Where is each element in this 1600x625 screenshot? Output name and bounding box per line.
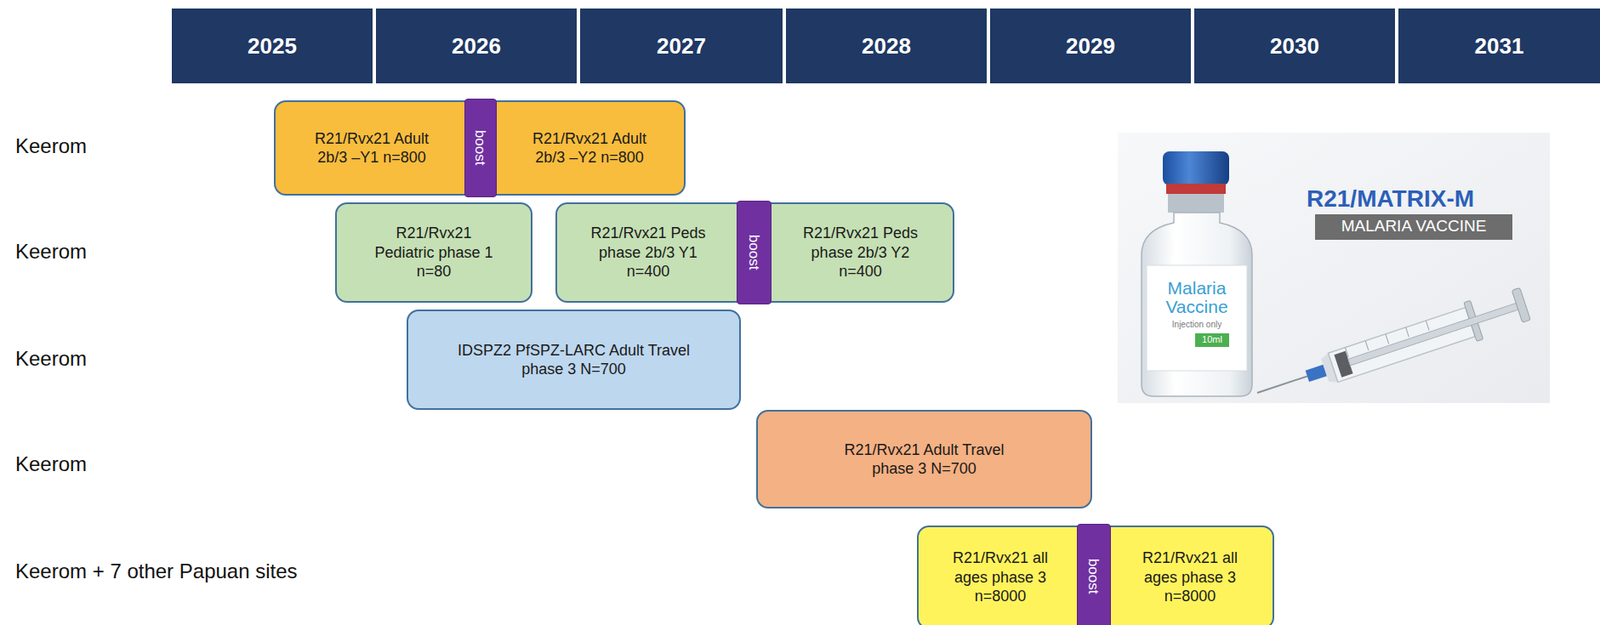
brand-title: R21/MATRIX-M xyxy=(1306,185,1475,213)
site-label: Keerom xyxy=(15,452,87,477)
trial-label: R21/Rvx21 Adult Travel phase 3 N=700 xyxy=(835,440,1014,479)
trial-label: R21/Rvx21 Peds phase 2b/3 Y1 n=400 xyxy=(586,223,711,282)
year-label: 2030 xyxy=(1269,32,1320,61)
trial-box: R21/Rvx21 all ages phase 3 n=8000 xyxy=(1093,525,1275,625)
vial-note: Injection only xyxy=(1148,319,1246,330)
trial-label: IDSPZ2 PfSPZ-LARC Adult Travel phase 3 N… xyxy=(446,341,702,380)
year-label: 2027 xyxy=(656,32,707,61)
trial-label: R21/Rvx21 Pediatric phase 1 n=80 xyxy=(370,223,498,282)
year-label: 2025 xyxy=(247,32,297,61)
boost-label: boost xyxy=(1084,558,1103,595)
trial-box: R21/Rvx21 Peds phase 2b/3 Y1 n=400 xyxy=(555,202,755,303)
trial-box: IDSPZ2 PfSPZ-LARC Adult Travel phase 3 N… xyxy=(406,309,741,410)
site-label: Keerom xyxy=(15,134,87,159)
site-label: Keerom + 7 other Papuan sites xyxy=(15,559,298,584)
trial-label: R21/Rvx21 Adult 2b/3 –Y2 n=800 xyxy=(525,129,654,168)
trial-box: R21/Rvx21 Adult 2b/3 –Y1 n=800 xyxy=(273,100,484,196)
year-header: 2026 xyxy=(375,8,577,84)
boost-marker: boost xyxy=(1076,523,1111,625)
year-header: 2029 xyxy=(990,8,1191,84)
year-header: 2030 xyxy=(1194,8,1396,84)
boost-marker: boost xyxy=(736,200,772,305)
year-label: 2026 xyxy=(451,32,502,61)
trial-box: R21/Rvx21 Peds phase 2b/3 Y2 n=400 xyxy=(752,202,955,303)
trial-box: R21/Rvx21 Adult Travel phase 3 N=700 xyxy=(756,409,1093,509)
year-label: 2029 xyxy=(1065,32,1116,61)
trial-label: R21/Rvx21 all ages phase 3 n=8000 xyxy=(1137,548,1244,607)
year-label: 2031 xyxy=(1474,32,1525,61)
trial-box: R21/Rvx21 Pediatric phase 1 n=80 xyxy=(335,202,533,303)
year-header: 2027 xyxy=(580,8,783,84)
year-header: 2031 xyxy=(1398,8,1600,84)
site-label: Keerom xyxy=(15,239,87,264)
vial-label: Malaria Vaccine xyxy=(1148,279,1246,317)
year-header: 2028 xyxy=(785,8,987,84)
site-label: Keerom xyxy=(15,347,87,371)
boost-label: boost xyxy=(745,234,763,271)
boost-marker: boost xyxy=(464,98,497,198)
year-label: 2028 xyxy=(861,32,912,61)
trial-label: R21/Rvx21 Adult 2b/3 –Y1 n=800 xyxy=(307,129,436,168)
volume-label: 10ml xyxy=(1195,334,1230,345)
trial-box: R21/Rvx21 all ages phase 3 n=8000 xyxy=(916,525,1096,625)
boost-label: boost xyxy=(471,130,490,166)
year-header: 2025 xyxy=(171,8,373,84)
brand-subtitle: MALARIA VACCINE xyxy=(1315,216,1513,236)
trial-box: R21/Rvx21 Adult 2b/3 –Y2 n=800 xyxy=(479,100,686,196)
trial-label: R21/Rvx21 Peds phase 2b/3 Y2 n=400 xyxy=(798,223,923,282)
trial-label: R21/Rvx21 all ages phase 3 n=8000 xyxy=(947,548,1054,607)
